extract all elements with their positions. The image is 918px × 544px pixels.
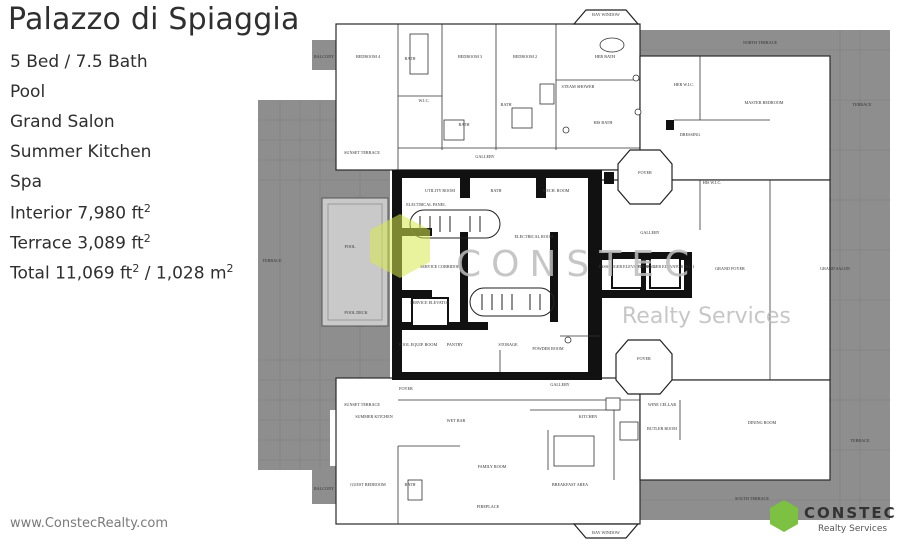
label-his-bath: HIS BATH <box>594 120 613 125</box>
logo-brand: CONSTEC <box>804 504 897 522</box>
superscript-2: 2 <box>132 262 140 275</box>
stairs <box>409 209 555 317</box>
label-pool-deck: POOL DECK <box>344 310 367 315</box>
watermark-hexagon <box>370 214 430 278</box>
label-dressing: DRESSING <box>680 132 700 137</box>
label-bedroom4: BEDROOM 4 <box>356 54 381 59</box>
feature-kitchen: Summer Kitchen <box>10 142 152 162</box>
label-breakfast-area: BREAKFAST AREA <box>552 482 588 487</box>
feature-total: Total 11,069 ft2 / 1,028 m2 <box>10 262 234 284</box>
label-his-wic: HIS W.I.C. <box>703 180 722 185</box>
feature-beds-baths: 5 Bed / 7.5 Bath <box>10 52 148 72</box>
feature-interior: Interior 7,980 ft2 <box>10 202 151 224</box>
label-gallery-s: GALLERY <box>550 382 569 387</box>
label-pantry: PANTRY <box>447 342 463 347</box>
label-powder-room: POWDER ROOM <box>532 346 564 351</box>
label-grand-foyer: GRAND FOYER <box>715 266 745 271</box>
label-electrical-room: ELECTRICAL ROOM <box>514 234 553 239</box>
superscript-2: 2 <box>226 262 234 275</box>
label-pool: POOL <box>345 244 356 249</box>
label-bedroom3: BEDROOM 3 <box>458 54 482 59</box>
label-bay-window-top: BAY WINDOW <box>592 12 620 17</box>
label-her-wic: HER W.I.C. <box>674 82 694 87</box>
label-her-bath: HER BATH <box>595 54 615 59</box>
label-wet-bar: WET BAR <box>447 418 466 423</box>
feature-total-ft: Total 11,069 ft <box>10 263 133 284</box>
label-butler-room: BUTLER ROOM <box>647 426 677 431</box>
label-bath-a: BATH <box>405 56 416 61</box>
label-gallery-n: GALLERY <box>475 154 494 159</box>
logo-sub: Realty Services <box>818 524 888 534</box>
feature-total-m: / 1,028 m <box>139 263 227 284</box>
feature-terrace-text: Terrace 3,089 ft <box>10 233 144 254</box>
label-storage: STORAGE <box>498 342 518 347</box>
fixtures <box>407 33 642 501</box>
label-foyer-s: FOYER <box>637 356 651 361</box>
label-foyer-sw: FOYER <box>399 386 413 391</box>
label-south-terrace: SOUTH TERRACE <box>735 496 769 501</box>
label-grand-salon: GRAND SALON <box>820 266 850 271</box>
label-dining-room: DINING ROOM <box>748 420 777 425</box>
label-steam-shower: STEAM SHOWER <box>562 84 595 89</box>
label-master-bedroom: MASTER BEDROOM <box>745 100 784 105</box>
feature-terrace: Terrace 3,089 ft2 <box>10 232 151 254</box>
label-north-terrace: NORTH TERRACE <box>743 40 778 45</box>
label-mech-room: MECH. ROOM <box>543 188 570 193</box>
label-sunset-terrace-s: SUNSET TERRACE <box>344 402 380 407</box>
website-link[interactable]: www.ConstecRealty.com <box>10 516 168 531</box>
label-kitchen: KITCHEN <box>579 414 597 419</box>
label-gallery-mid: GALLERY <box>640 230 659 235</box>
watermark-sub: Realty Services <box>622 304 791 329</box>
label-bath-guest: BATH <box>405 482 416 487</box>
label-passenger-elev2: PASSENGER ELEVATOR NO. 2 <box>599 264 656 269</box>
label-service-elevator: SERVICE ELEVATOR <box>410 300 449 305</box>
label-fireplace: FIREPLACE <box>477 504 500 509</box>
label-pool-equip: POOL EQUIP. ROOM <box>399 342 438 347</box>
label-wine-cellar: WINE CELLAR <box>648 402 676 407</box>
feature-spa: Spa <box>10 172 42 192</box>
label-bath-c: BATH <box>501 102 512 107</box>
label-foyer-n: FOYER <box>638 170 652 175</box>
bay-windows <box>572 9 640 539</box>
label-sunset-terrace-n: SUNSET TERRACE <box>344 150 380 155</box>
superscript-2: 2 <box>143 232 151 245</box>
feature-interior-text: Interior 7,980 ft <box>10 203 144 224</box>
foyers <box>615 149 673 395</box>
label-bedroom2: BEDROOM 2 <box>513 54 537 59</box>
label-bay-window-bottom: BAY WINDOW <box>592 530 620 535</box>
balcony-north <box>312 40 338 70</box>
label-wic: W.I.C. <box>419 98 430 103</box>
label-summer-kitchen: SUMMER KITCHEN <box>355 414 393 419</box>
label-utility-room: UTILITY ROOM <box>425 188 455 193</box>
watermark-brand: CONSTEC <box>456 244 700 285</box>
label-guest-bedroom: GUEST BEDROOM <box>350 482 386 487</box>
feature-pool: Pool <box>10 82 46 102</box>
label-service-corridor: SERVICE CORRIDOR <box>420 264 460 269</box>
label-electrical-panel: ELECTRICAL PANEL <box>406 202 446 207</box>
balcony-south <box>312 466 338 504</box>
page-title: Palazzo di Spiaggia <box>8 2 300 37</box>
superscript-2: 2 <box>143 202 151 215</box>
label-family-room: FAMILY ROOM <box>478 464 507 469</box>
label-terrace-w: TERRACE <box>262 258 282 263</box>
label-bath-mid: BATH <box>491 188 502 193</box>
label-balcony-s: BALCONY <box>314 486 334 491</box>
elevators <box>411 257 681 327</box>
feature-salon: Grand Salon <box>10 112 115 132</box>
label-terrace-ne: TERRACE <box>852 102 872 107</box>
label-balcony-n: BALCONY <box>314 54 334 59</box>
partitions <box>397 24 771 524</box>
label-terrace-se: TERRACE <box>850 438 870 443</box>
label-bath-b: BATH <box>459 122 470 127</box>
label-passenger-elev1: PASSENGER ELEVATOR NO. 1 <box>638 264 695 269</box>
logo-hexagon <box>770 500 798 532</box>
